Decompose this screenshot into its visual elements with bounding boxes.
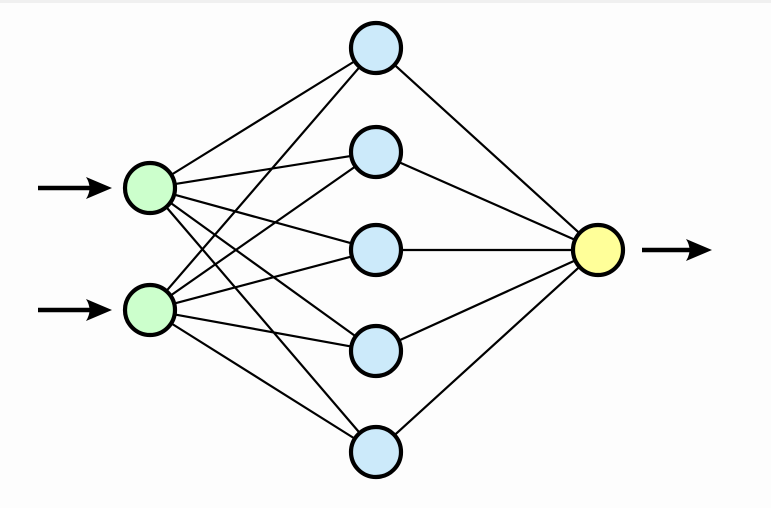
arrow-head: [686, 239, 712, 261]
input-arrow-in1: [38, 177, 112, 199]
node-hidden-2[interactable]: [348, 124, 404, 180]
output-arrow-out1: [642, 239, 712, 261]
edge-h4-o1: [396, 258, 578, 343]
edge-i1-h5: [164, 204, 362, 436]
edge-h2-o1: [396, 160, 578, 242]
input-arrow-in2: [38, 299, 112, 321]
edge-i2-h3: [171, 254, 355, 306]
edge-i2-h1: [164, 64, 362, 294]
edge-i2-h5: [168, 321, 358, 441]
edges-group: [164, 59, 582, 441]
edge-i1-h4: [167, 200, 359, 339]
node-hidden-1[interactable]: [348, 20, 404, 76]
edge-h1-o1: [392, 62, 582, 236]
node-input-1[interactable]: [122, 160, 178, 216]
node-hidden-4[interactable]: [348, 323, 404, 379]
node-hidden-3[interactable]: [348, 222, 404, 278]
edge-i1-h3: [171, 193, 355, 245]
edge-i2-h2: [168, 164, 358, 298]
node-hidden-5[interactable]: [348, 424, 404, 480]
node-input-2[interactable]: [122, 282, 178, 338]
nodes-group: [122, 20, 626, 480]
node-output-1[interactable]: [570, 222, 626, 278]
arrow-head: [86, 299, 112, 321]
edge-i1-h2: [172, 154, 354, 186]
edge-h5-o1: [392, 264, 582, 438]
arrow-head: [86, 177, 112, 199]
io-arrows-group: [38, 177, 712, 321]
edge-i1-h1: [168, 59, 358, 177]
edge-i2-h4: [172, 313, 354, 348]
